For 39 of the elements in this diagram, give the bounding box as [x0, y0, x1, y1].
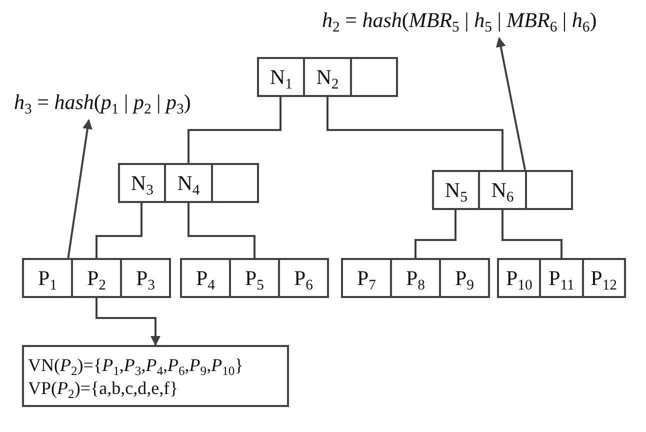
connector-line — [188, 203, 256, 258]
record-cell: N$_{6}$ — [478, 172, 525, 208]
record-cell: N$_{2}$ — [303, 59, 350, 95]
record-box — [118, 163, 259, 203]
arrow — [96, 298, 160, 346]
connector-line — [188, 97, 282, 163]
record-box — [341, 258, 490, 298]
arrow — [67, 119, 92, 258]
arrow — [496, 37, 526, 170]
record-cell: N$_{4}$ — [164, 165, 211, 201]
record-cell: P$_{11}$ — [539, 260, 582, 296]
record-box — [432, 170, 573, 210]
hash-formula: h$_{3}$ = hash(p$_{1}$ | p$_{2}$ | p$_{3}$) — [14, 92, 234, 118]
record-cell: N$_{3}$ — [120, 165, 164, 201]
record-box — [22, 258, 171, 298]
connector-line — [502, 210, 562, 258]
neighbor-info-box — [22, 345, 289, 407]
record-cell: P$_{8}$ — [390, 260, 439, 296]
set-definition: VP(P$_{2}$)={a,b,c,d,e,f} — [28, 378, 180, 398]
record-cell: P$_{3}$ — [120, 260, 169, 296]
record-cell: P$_{4}$ — [182, 260, 229, 296]
hash-formula: h$_{2}$ = hash(MBR$_{5}$ | h$_{5}$ | MBR$_{6}$ | h$_{6}$) — [322, 10, 644, 36]
record-box — [497, 258, 626, 298]
record-cell: N$_{5}$ — [434, 172, 478, 208]
record-cell: P$_{7}$ — [343, 260, 390, 296]
connector-line — [96, 203, 142, 258]
record-cell: P$_{5}$ — [229, 260, 278, 296]
record-cell: P$_{2}$ — [71, 260, 120, 296]
record-box — [257, 57, 398, 97]
connector-line — [414, 210, 456, 258]
connector-line — [326, 97, 504, 170]
record-cell: N$_{1}$ — [259, 59, 304, 95]
record-cell: P$_{9}$ — [439, 260, 488, 296]
record-cell: P$_{6}$ — [278, 260, 327, 296]
record-cell: P$_{1}$ — [24, 260, 71, 296]
record-cell: P$_{10}$ — [499, 260, 540, 296]
set-definition: VN(P$_{2}$)={P$_{1}$,P$_{3}$,P$_{4}$,P$_{6}$,P$_{9}$,P$_{10}$} — [28, 355, 244, 376]
record-cell: P$_{12}$ — [582, 260, 624, 296]
record-box — [180, 258, 329, 298]
